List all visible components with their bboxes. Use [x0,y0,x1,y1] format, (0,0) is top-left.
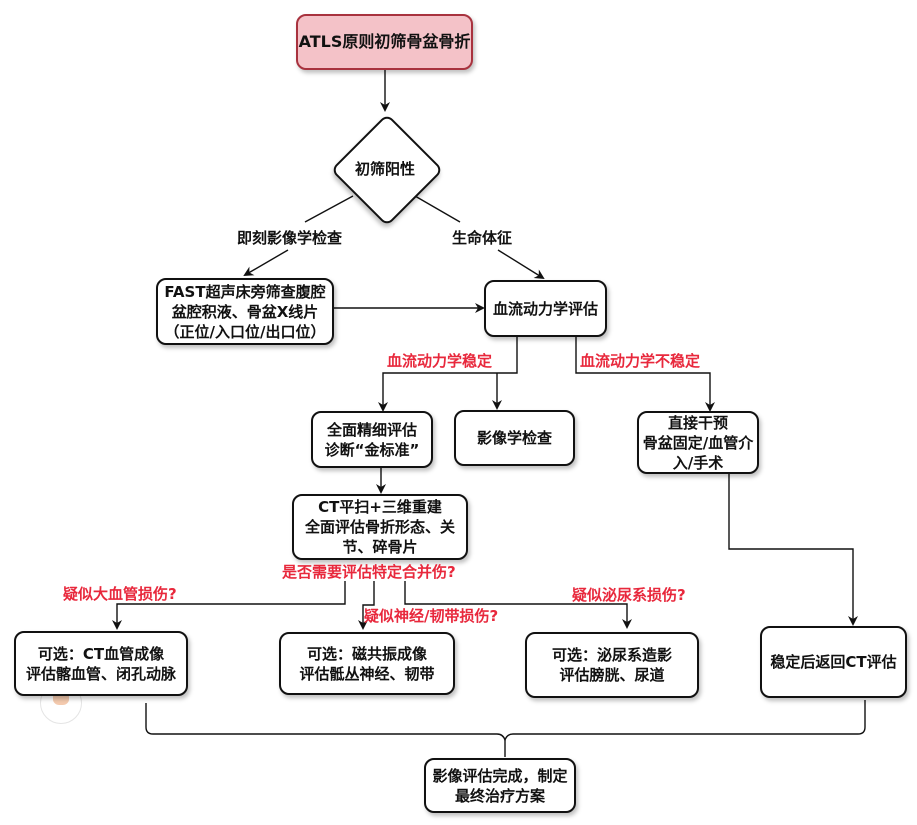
mri-line-1: 可选：磁共振成像 [306,644,427,663]
hemodynamic-eval-node: 血流动力学评估 [484,280,607,337]
edge-immediate-label-to-fast [243,249,289,277]
fast-node-line-3: （正位/入口位/出口位） [164,322,326,341]
edge-ct-to-cta [112,581,346,630]
final-line-2: 最终治疗方案 [454,786,545,805]
edge-screen-to-vital-label [414,195,461,223]
direct-line-2: 骨盆固定/血管介 [642,433,754,452]
mri-line-2: 评估骶丛神经、韧带 [299,664,435,683]
direct-line-3: 入/手术 [672,453,724,472]
full-eval-line-1: 全面精细评估 [326,420,417,439]
edge-label-nerve: 疑似神经/韧带损伤? [364,607,499,625]
edge-label-immediate-imaging: 即刻影像学检查 [237,229,343,247]
ct-node: CT平扫+三维重建 全面评估骨折形态、关 节、碎骨片 [292,494,468,560]
cta-line-1: 可选：CT血管成像 [37,644,165,663]
full-eval-node: 全面精细评估 诊断“金标准” [311,411,433,468]
edge-ct-to-uro [404,581,632,629]
imaging-node: 影像学检查 [454,410,575,466]
edge-vital-label-to-hemo [497,249,545,280]
final-plan-node: 影像评估完成，制定 最终治疗方案 [424,758,576,813]
edge-screen-to-immediate-label [304,195,354,223]
fast-node: FAST超声床旁筛查腹腔 盆腔积液、骨盆X线片 （正位/入口位/出口位） [156,278,334,345]
mri-node: 可选：磁共振成像 评估骶丛神经、韧带 [279,632,455,695]
edge-hemo-stable [378,337,518,412]
edge-label-vascular: 疑似大血管损伤? [63,585,177,603]
fast-node-line-1: FAST超声床旁筛查腹腔 [164,282,326,301]
uro-line-2: 评估膀胱、尿道 [559,666,665,684]
ct-line-2: 全面评估骨折形态、关 [304,518,455,536]
imaging-label: 影像学检查 [476,429,552,447]
start-node: ATLS原则初筛骨盆骨折 [296,14,473,70]
ct-line-1: CT平扫+三维重建 [318,498,442,516]
ct-line-3: 节、碎骨片 [342,538,418,556]
direct-line-1: 直接干预 [667,413,728,432]
full-eval-line-2: 诊断“金标准” [324,440,420,459]
edge-label-need-assess: 是否需要评估特定合并伤? [282,563,456,581]
edge-label-unstable: 血流动力学不稳定 [580,352,701,370]
fast-node-line-2: 盆腔积液、骨盆X线片 [171,302,319,321]
direct-intervention-node: 直接干预 骨盆固定/血管介 入/手术 [637,411,759,474]
screen-positive-label: 初筛阳性 [354,159,415,178]
edge-direct-to-return [728,474,858,626]
edge-bracket-to-final [145,700,866,743]
final-line-1: 影像评估完成，制定 [432,766,568,785]
cta-line-2: 评估髂血管、闭孔动脉 [25,664,176,683]
edge-label-stable: 血流动力学稳定 [387,352,493,370]
edge-hemo-unstable [575,337,715,412]
cta-node: 可选：CT血管成像 评估髂血管、闭孔动脉 [14,631,188,696]
uro-line-1: 可选：泌尿系造影 [551,646,672,664]
screen-positive-decision: 初筛阳性 [329,112,444,227]
edge-label-urinary: 疑似泌尿系损伤? [572,586,686,604]
urography-node: 可选：泌尿系造影 评估膀胱、尿道 [525,632,699,698]
edge-ct-to-mri [358,581,375,630]
return-ct-label: 稳定后返回CT评估 [770,653,897,671]
return-ct-node: 稳定后返回CT评估 [760,626,907,698]
start-node-label: ATLS原则初筛骨盆骨折 [298,32,471,51]
edge-label-vital-signs: 生命体征 [452,229,513,247]
hemodynamic-eval-label: 血流动力学评估 [492,299,598,318]
